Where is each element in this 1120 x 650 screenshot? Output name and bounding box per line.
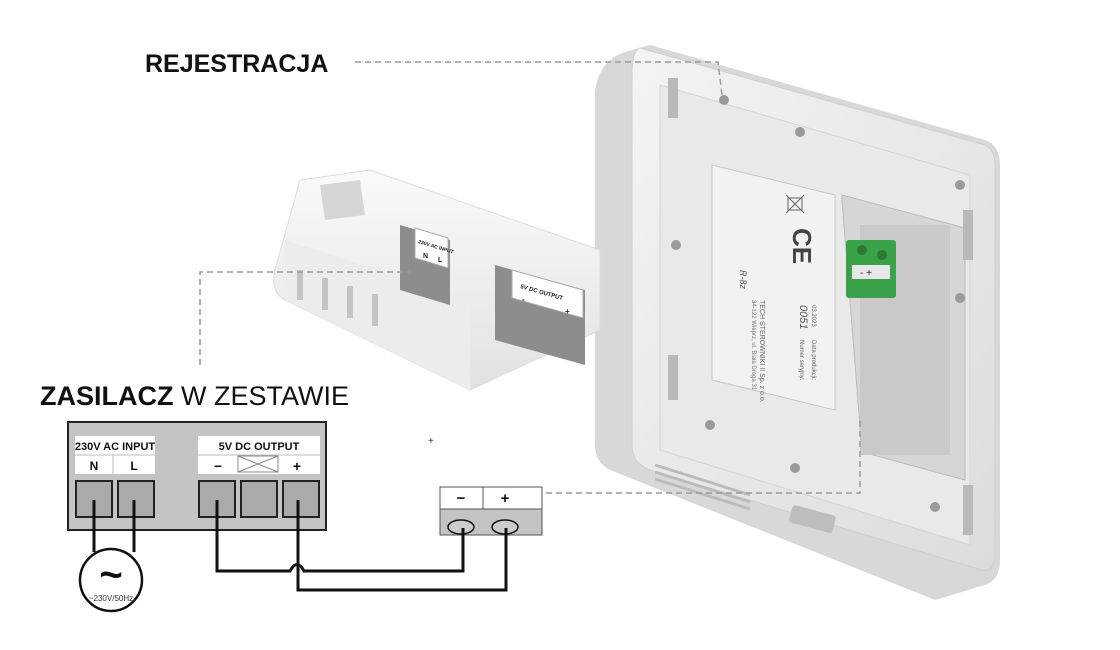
screw-terminals (75, 480, 320, 518)
device-label-sticker: TECH STEROWNIKI II Sp. z o.o. 34-122 Wie… (711, 164, 836, 411)
registration-callout: REJESTRACJA (145, 50, 328, 78)
unused-terminal-cross-icon (237, 455, 279, 473)
input-n-label: N (90, 459, 99, 473)
output-minus-label: − (214, 458, 222, 474)
device-model: R-8z (738, 270, 748, 290)
photo-output-terminal: 5V DC OUTPUT - + (495, 265, 585, 365)
photo-output-plus: + (565, 307, 570, 316)
ac-source-icon: ~ ~230V/50Hz (78, 547, 144, 613)
green-terminal-block: - + (846, 240, 896, 298)
device-terminal-plus: + (501, 490, 510, 507)
input-l-label: L (130, 459, 137, 473)
weee-bin-icon (785, 194, 805, 214)
device-terminal-minus: − (457, 490, 466, 507)
wires (92, 500, 508, 592)
controller-device: TECH STEROWNIKI II Sp. z o.o. 34-122 Wie… (595, 45, 1000, 600)
photo-output-minus: - (522, 295, 525, 304)
device-manufacturer: TECH STEROWNIKI II Sp. z o.o. (758, 300, 765, 403)
callout-lines (199, 61, 861, 494)
ac-source-label: ~230V/50Hz (89, 594, 133, 603)
device-address: 34-122 Wieprz, ul. Biała Droga 31 (750, 300, 756, 391)
photo-input-l: L (438, 257, 443, 264)
ce-mark: CE (787, 228, 817, 264)
output-plus-label: + (293, 458, 301, 474)
vent-slots (654, 463, 751, 511)
psu-callout-rest: W ZESTAWIE (173, 381, 349, 411)
photo-input-n: N (423, 253, 428, 260)
serial-label: Numer seryjny: (798, 340, 804, 381)
screw-holes (671, 95, 965, 512)
input-header: 230V AC INPUT (75, 441, 156, 453)
ac-tilde: ~ (99, 553, 122, 597)
psu-callout: ZASILACZ W ZESTAWIE (40, 381, 349, 411)
production-date: 03.2023 (810, 305, 816, 327)
psu-schematic: 230V AC INPUT N L 5V DC OUTPUT − + ~ ~23… (67, 421, 327, 613)
psu-callout-bold: ZASILACZ (40, 381, 173, 411)
date-label: Data produkcji: (810, 340, 816, 380)
svg-text:- +: - + (860, 268, 872, 279)
photo-input-terminal: 230V AC INPUT N L (400, 225, 454, 305)
device-terminal-schematic: − + (439, 486, 543, 536)
power-supply-photo: 230V AC INPUT N L 5V DC OUTPUT - + (273, 169, 601, 391)
output-header: 5V DC OUTPUT (219, 441, 300, 453)
serial-number: 0051 (797, 305, 809, 329)
stray-plus-mark: + (428, 436, 434, 447)
